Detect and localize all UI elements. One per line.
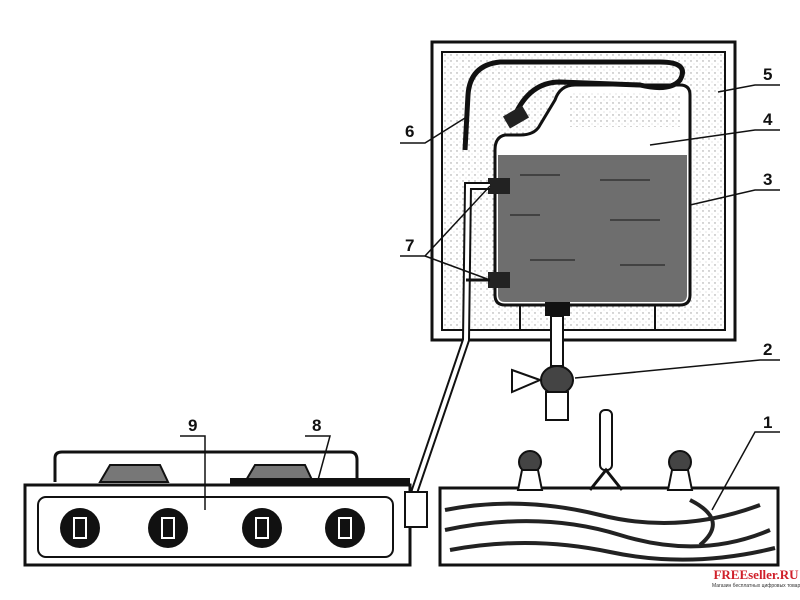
label-2: 2 — [763, 340, 773, 359]
fittings — [488, 178, 510, 288]
water-canister — [493, 83, 692, 330]
gas-stove — [23, 450, 428, 567]
label-6: 6 — [405, 122, 415, 141]
watermark-brand: FREEseller.RU — [713, 567, 799, 582]
label-5: 5 — [763, 65, 773, 84]
label-1: 1 — [763, 413, 773, 432]
label-8: 8 — [312, 416, 322, 435]
watermark: FREEseller.RU Магазин бесплатных цифровы… — [712, 567, 800, 589]
leader-lines — [180, 84, 780, 511]
drain-tap — [511, 315, 574, 421]
label-3: 3 — [763, 170, 773, 189]
label-4: 4 — [763, 110, 773, 129]
sink-counter — [438, 409, 780, 567]
label-9: 9 — [188, 416, 198, 435]
watermark-tagline: Магазин бесплатных цифровых товаров — [712, 583, 800, 589]
label-7: 7 — [405, 236, 415, 255]
vent-tube — [462, 59, 685, 151]
water — [498, 155, 687, 302]
